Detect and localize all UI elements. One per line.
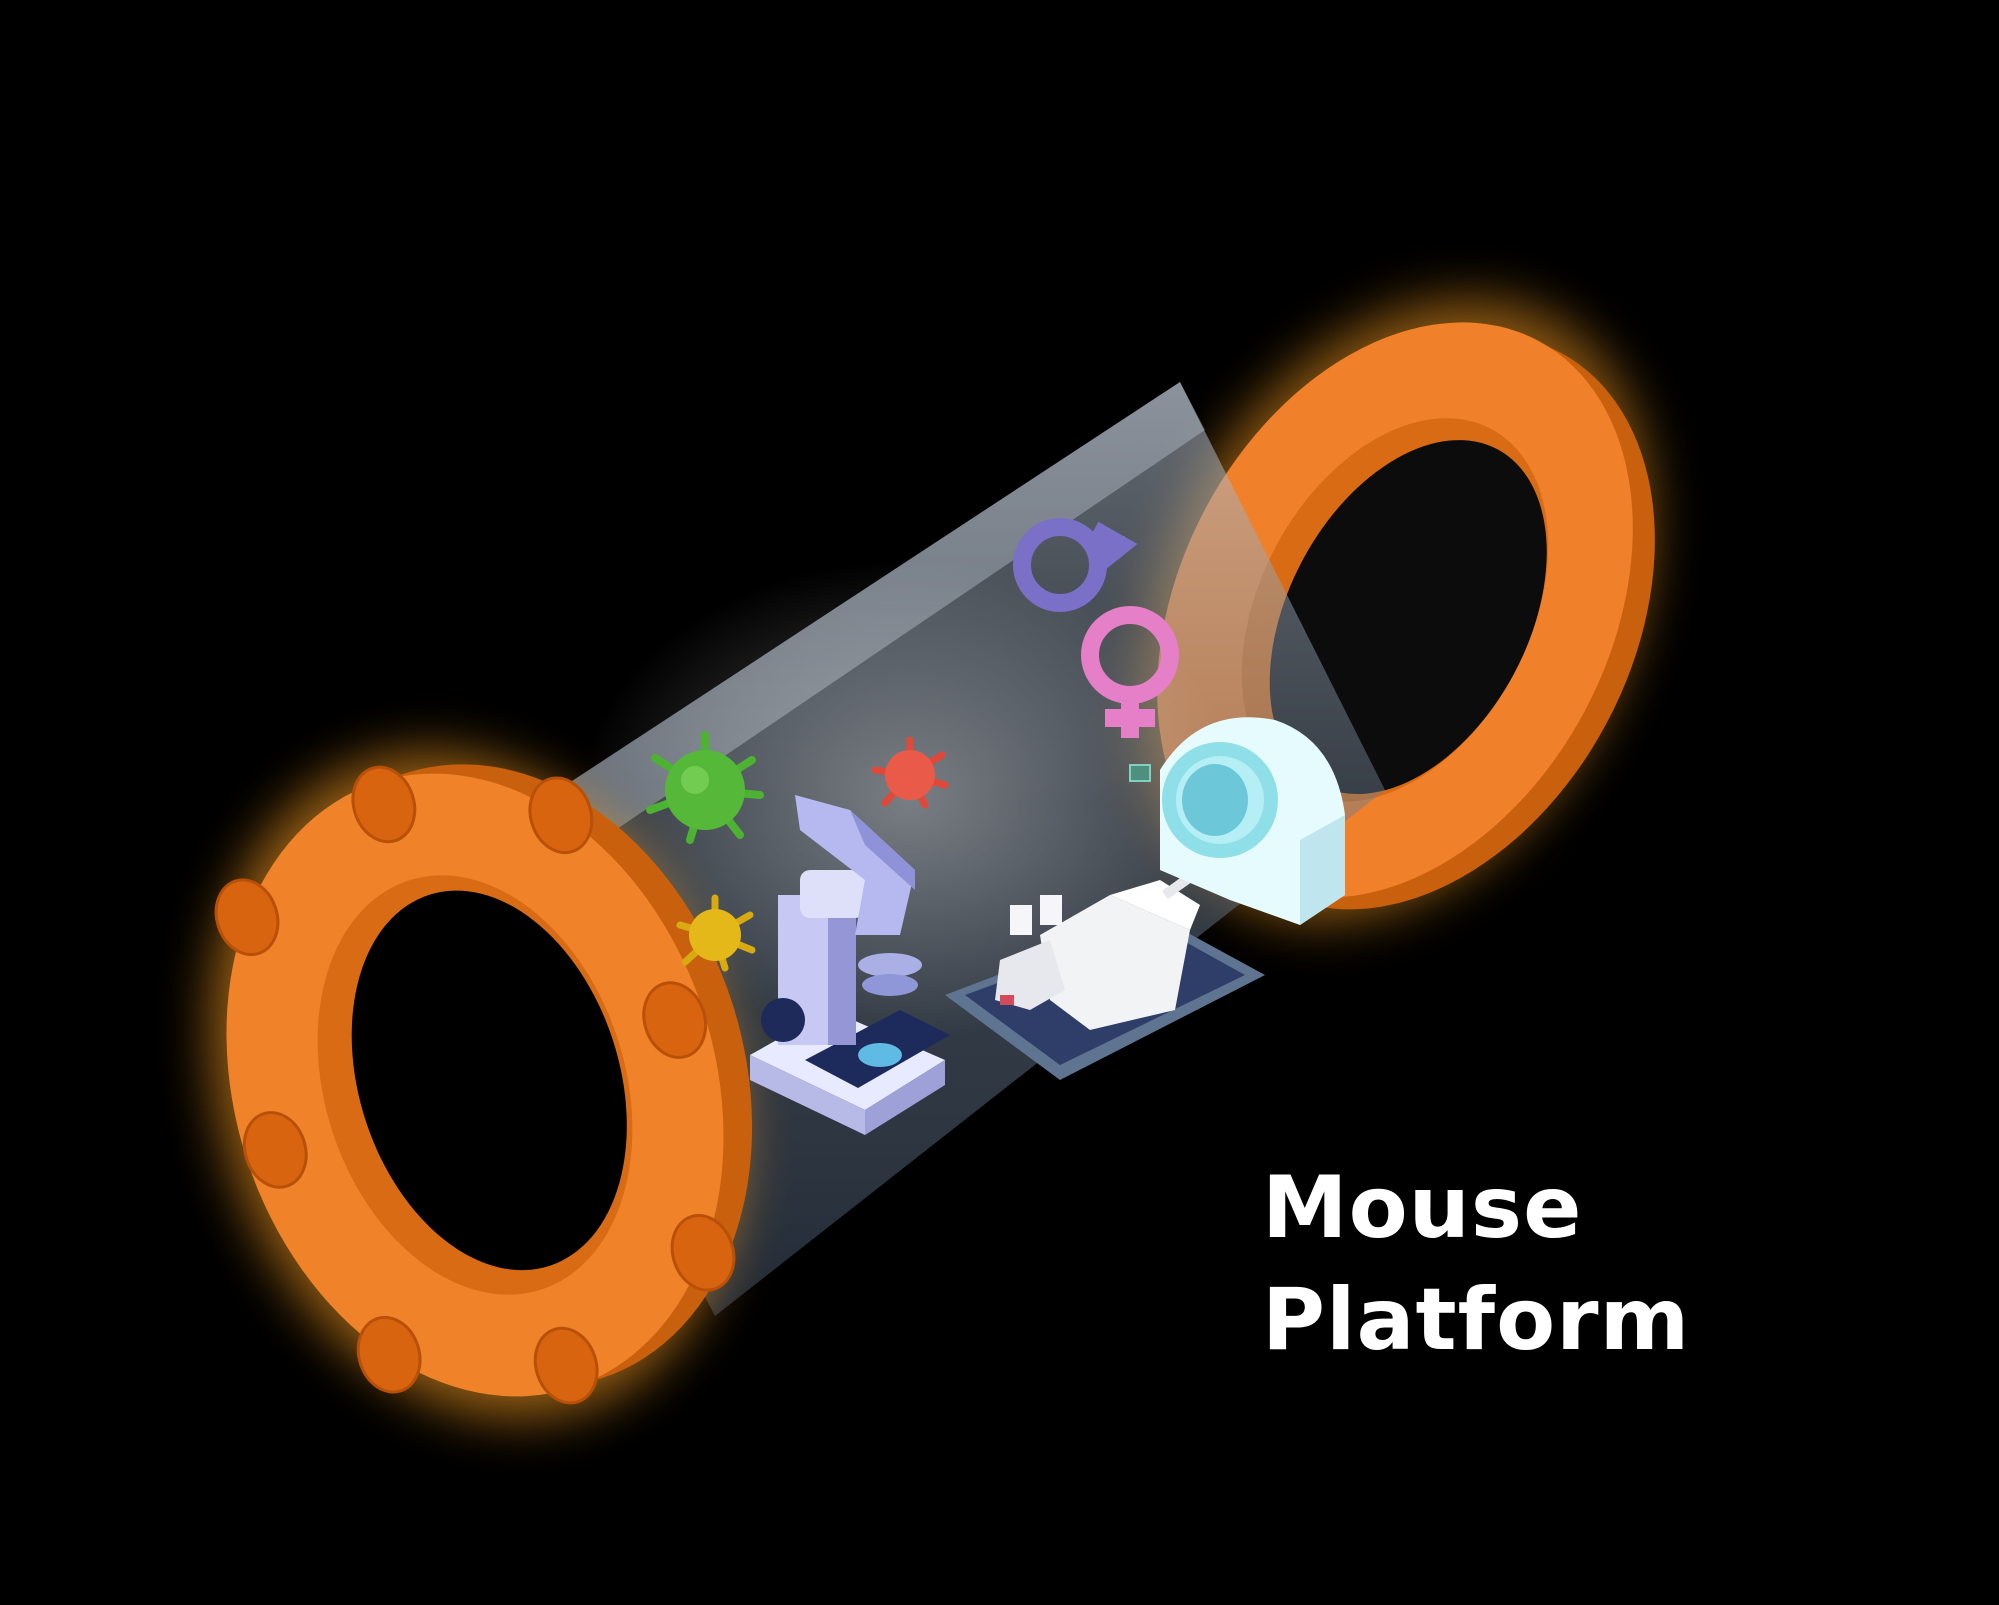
white-mouse-icon (995, 865, 1203, 1030)
microscope-icon (750, 795, 950, 1135)
title-line-1: Mouse (1262, 1158, 1583, 1258)
chip-icon (1129, 764, 1151, 782)
male-symbol-icon (1013, 518, 1138, 612)
red-virus-icon (871, 736, 949, 809)
platform-title: Mouse Platform (1262, 1152, 1690, 1376)
female-symbol-icon (1081, 606, 1179, 738)
front-flange-icon (210, 752, 753, 1418)
title-line-2: Platform (1262, 1270, 1691, 1370)
mri-scanner-icon (1160, 717, 1345, 925)
green-virus-icon (646, 731, 764, 844)
yellow-virus-icon (676, 894, 756, 972)
